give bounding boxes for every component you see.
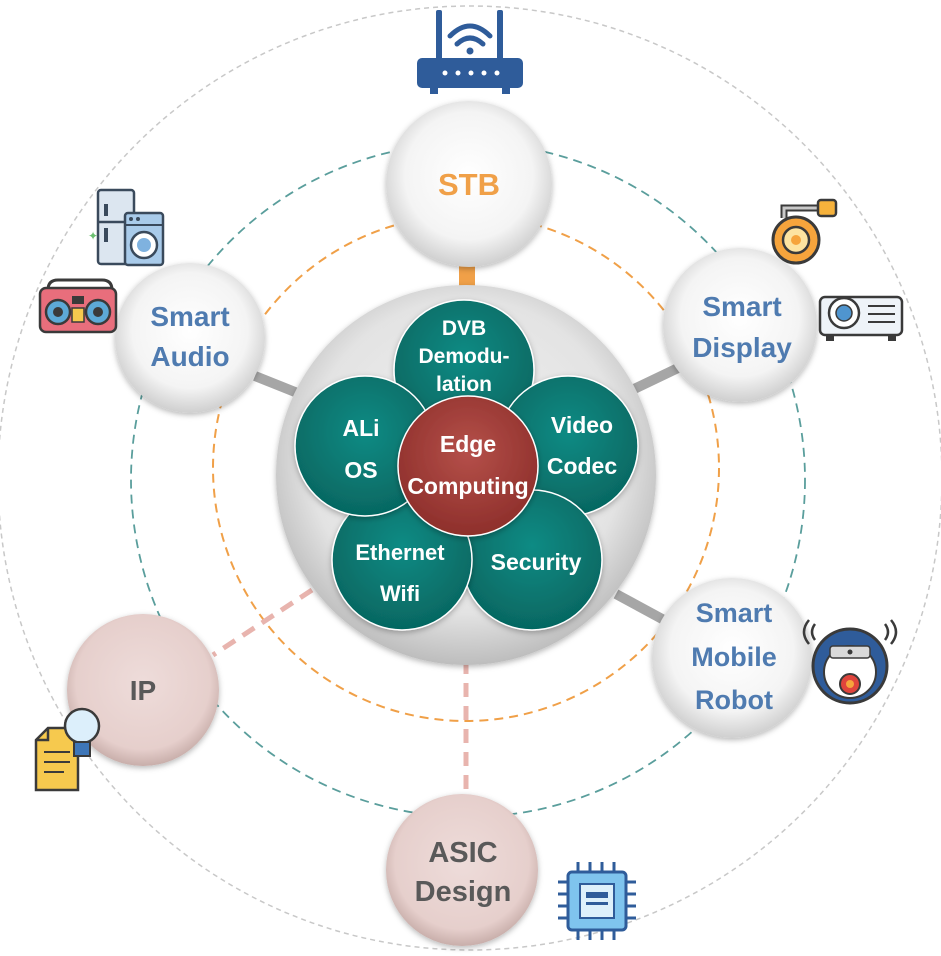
petal-ali-line1: ALi — [342, 415, 379, 441]
stb-node — [386, 101, 552, 267]
robot-connector — [613, 589, 667, 625]
audio-connector — [253, 371, 302, 399]
asic-line1: ASIC — [428, 837, 497, 869]
petal-dvb-line2: Demodu- — [419, 345, 510, 368]
petal-video-line1: Video — [551, 412, 613, 438]
ip-node — [67, 614, 219, 766]
petal-ethernet-line1: Ethernet — [355, 540, 445, 565]
display-connector — [629, 363, 681, 395]
petal-ali-line2: OS — [344, 457, 377, 483]
router-icon — [417, 10, 523, 94]
smart-audio-node — [115, 263, 265, 413]
svg-text:✦: ✦ — [88, 229, 98, 243]
projector-icon — [818, 295, 904, 341]
petal-ethernet-line2: Wifi — [380, 581, 420, 606]
smart-mobile-robot-node — [652, 578, 812, 738]
document-lightbulb-icon — [34, 707, 101, 792]
petal-video-line2: Codec — [547, 453, 618, 479]
stb-label: STB — [438, 167, 500, 202]
robot-vacuum-icon — [802, 619, 898, 705]
chip-icon — [558, 862, 636, 940]
ip-label: IP — [130, 675, 156, 706]
stb-connector — [459, 266, 475, 290]
center-circle — [397, 395, 539, 537]
boombox-icon — [38, 278, 118, 334]
petal-dvb-line3: lation — [436, 373, 492, 396]
robot-line2: Mobile — [691, 642, 777, 672]
center-line2: Computing — [407, 473, 528, 499]
ip-connector — [211, 587, 314, 658]
robot-line1: Smart — [696, 598, 773, 628]
appliances-icon: ✦ — [88, 188, 165, 267]
smart-display-line2: Display — [692, 332, 792, 363]
robot-line3: Robot — [695, 685, 773, 715]
smart-display-node — [663, 248, 817, 402]
center-line1: Edge — [440, 431, 496, 457]
asic-line2: Design — [415, 876, 512, 908]
smart-audio-line2: Audio — [150, 341, 229, 372]
petal-dvb-line1: DVB — [442, 317, 486, 340]
camera-icon — [771, 198, 838, 265]
asic-design-node — [386, 794, 538, 946]
smart-audio-line1: Smart — [150, 301, 229, 332]
outer-ring — [0, 5, 941, 951]
petal-security-line1: Security — [491, 549, 582, 575]
smart-display-line1: Smart — [702, 291, 781, 322]
